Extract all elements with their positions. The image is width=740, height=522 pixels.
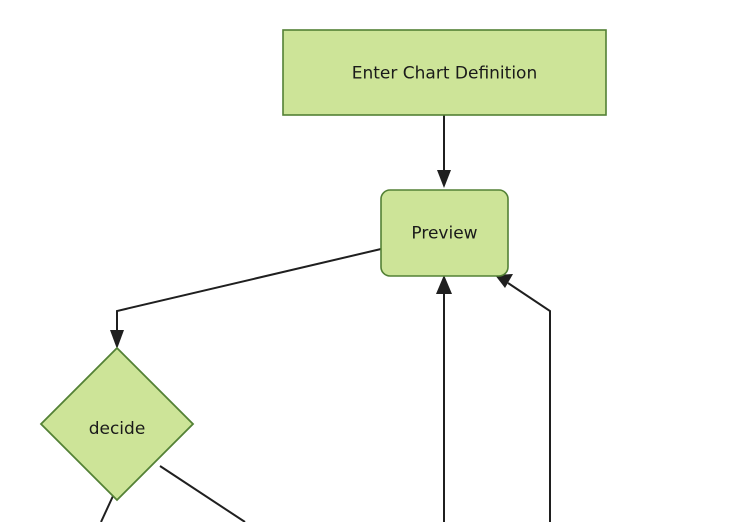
decide-shape[interactable] (39, 346, 195, 502)
edge-bottom-right-to-preview (495, 274, 551, 522)
node-preview[interactable]: Preview (380, 189, 509, 277)
enter-chart-definition-shape[interactable] (282, 29, 607, 116)
enter-chart-definition-label: Enter Chart Definition (352, 64, 537, 84)
node-decide[interactable]: decide (39, 346, 195, 502)
edge-decide-out-right (159, 465, 246, 522)
node-enter-chart-definition[interactable]: Enter Chart Definition (282, 29, 607, 116)
preview-label: Preview (411, 224, 477, 244)
decide-label: decide (89, 419, 146, 439)
edge-enter-to-preview (437, 115, 451, 188)
edge-decide-out-left (100, 495, 114, 522)
edge-preview-to-decide (110, 248, 382, 349)
preview-shape[interactable] (380, 189, 509, 277)
edge-bottom-center-to-preview (436, 275, 452, 522)
